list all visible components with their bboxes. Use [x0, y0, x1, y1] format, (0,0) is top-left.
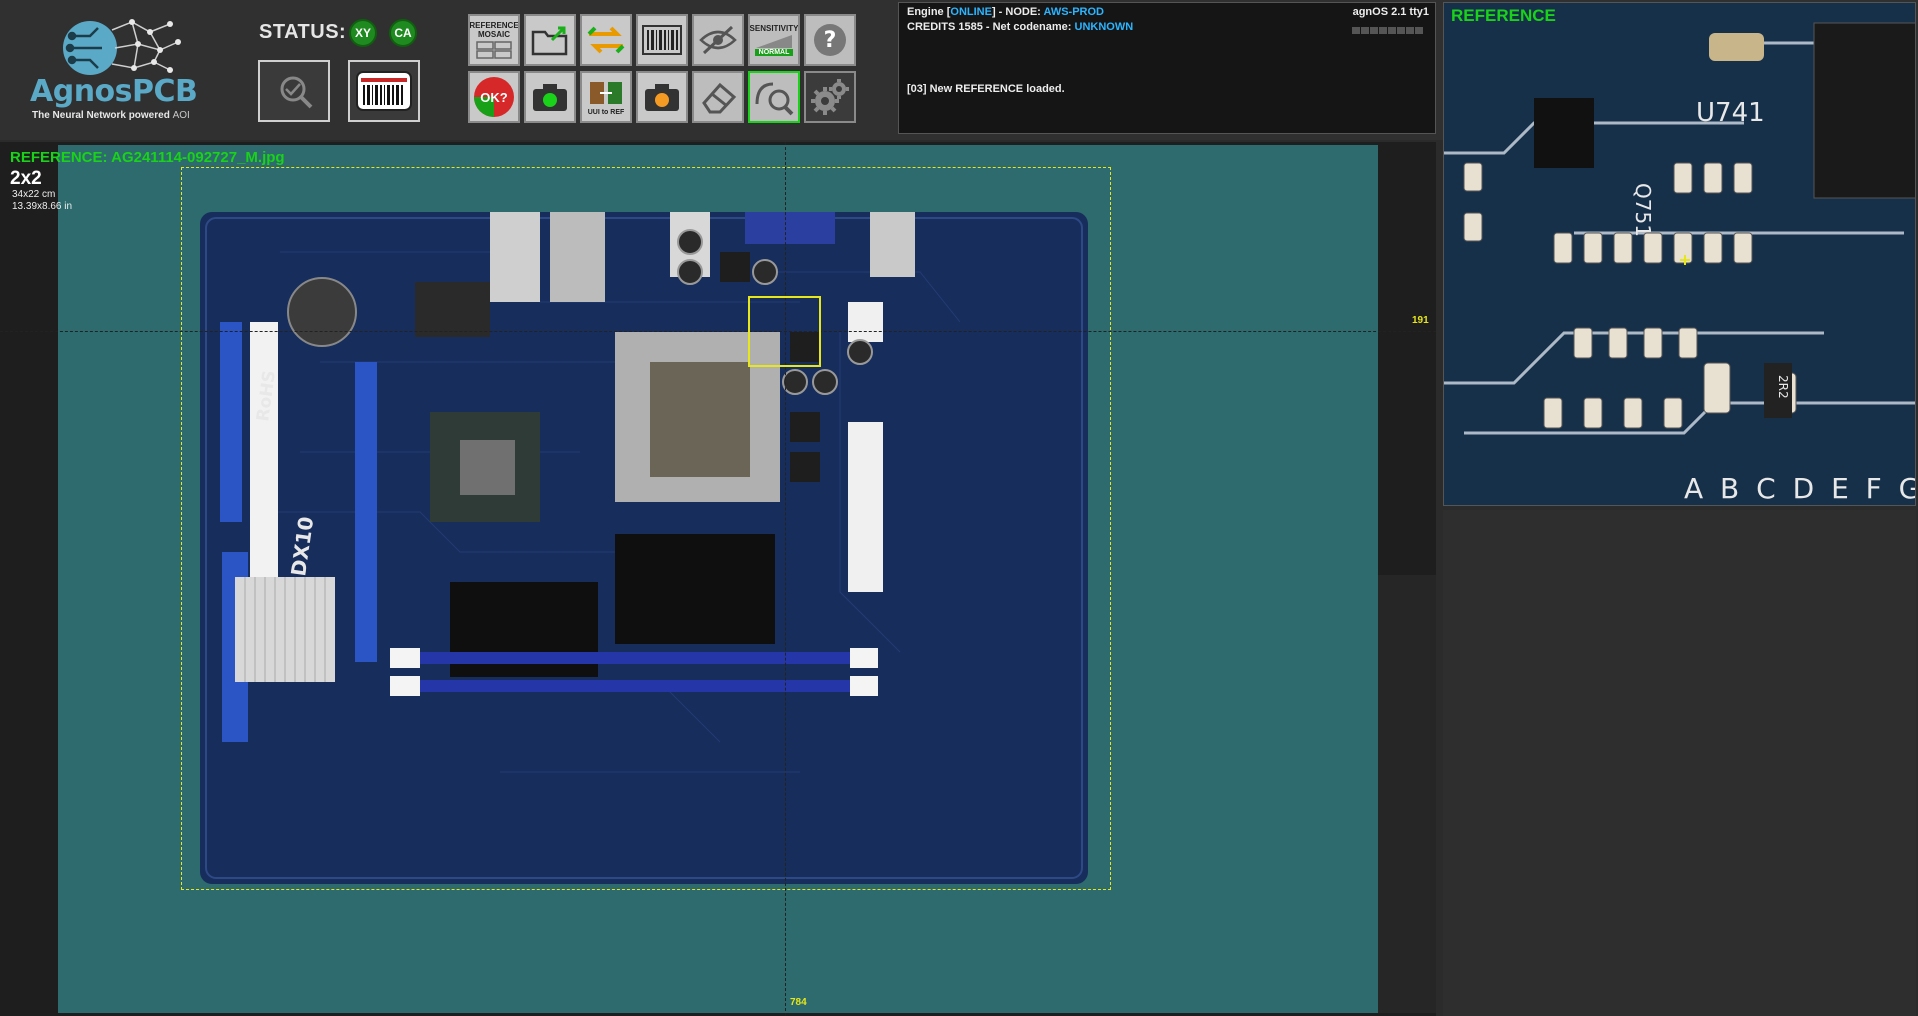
capture-button[interactable] [524, 71, 576, 123]
activity-indicator [1352, 21, 1424, 39]
scan-edge [1378, 575, 1436, 1013]
question-icon: ? [814, 24, 846, 56]
svg-text:2R2: 2R2 [1776, 375, 1790, 399]
cursor-y-readout: 191 [1412, 315, 1429, 326]
zoom-crosshair-icon [1680, 255, 1690, 265]
agnospcb-logo: AgnosPCB The Neural Network powered AOI [20, 10, 200, 128]
credits-line: CREDITS 1585 - Net codename: UNKNOWN [907, 21, 1134, 33]
settings-button[interactable] [804, 71, 856, 123]
zoom-panel-label: REFERENCE [1451, 6, 1556, 25]
inspect-button[interactable] [748, 71, 800, 123]
search-check-icon [280, 76, 313, 109]
sensitivity-value: NORMAL [754, 49, 794, 56]
pcb-board-image: DX10 RoHS [200, 212, 1088, 884]
magnifier-icon [755, 82, 794, 116]
grid-icon [476, 41, 512, 59]
crosshair-vertical [785, 142, 786, 1016]
svg-text:Q751: Q751 [1631, 183, 1655, 237]
svg-text:OK?: OK? [480, 90, 508, 105]
crosshair-horizontal [0, 331, 1436, 332]
zoomed-pcb-image: U741 2R2 A B C D E F G H Q751 [1444, 3, 1916, 505]
help-button[interactable]: ? [804, 14, 856, 66]
engine-status-line: Engine [ONLINE] - NODE: AWS-PROD [907, 6, 1104, 18]
verify-button[interactable] [258, 60, 330, 122]
barcode-icon [642, 25, 682, 55]
os-version: agnOS 2.1 tty1 [1352, 6, 1429, 18]
folder-open-icon [531, 26, 568, 56]
status-badge-ca: CA [389, 19, 417, 47]
grid-size-label: 2x2 [10, 168, 42, 189]
cursor-x-readout: 784 [790, 997, 807, 1008]
camera-orange-icon [645, 84, 679, 111]
barcode-button[interactable] [636, 14, 688, 66]
neural-circuit-icon [63, 19, 181, 75]
eraser-icon [702, 82, 737, 114]
secondary-panel [1443, 510, 1916, 1016]
uui-to-ref-label: UUI to REF [587, 108, 625, 116]
brand-name: AgnosPCB [30, 74, 198, 109]
board-size-cm: 34x22 cm [12, 189, 56, 200]
status-badge-xy: XY [349, 19, 377, 47]
status-label: STATUS: [259, 21, 347, 43]
open-folder-button[interactable] [524, 14, 576, 66]
reference-zoom-panel[interactable]: U741 2R2 A B C D E F G H Q751 [1443, 2, 1916, 506]
console-log-line: [03] New REFERENCE loaded. [907, 83, 1065, 95]
gears-icon [811, 79, 849, 115]
camera-icon [533, 84, 567, 111]
snapshot-button[interactable] [636, 71, 688, 123]
board-size-in: 13.39x8.66 in [12, 201, 73, 212]
barcode-scanner-icon [356, 71, 412, 111]
swap-arrows-icon [587, 26, 625, 54]
eraser-button[interactable] [692, 71, 744, 123]
reference-filename: REFERENCE: AG241114-092727_M.jpg [10, 149, 285, 166]
svg-text:U741: U741 [1696, 98, 1765, 128]
board-boundary-frame [181, 167, 1111, 890]
hide-button[interactable] [692, 14, 744, 66]
sensitivity-button[interactable]: SENSITIVITY NORMAL [748, 14, 800, 66]
board-transfer-icon [590, 81, 622, 104]
barcode-scan-button[interactable] [348, 60, 420, 122]
ok-badge-icon: OK? [474, 77, 514, 117]
swap-button[interactable] [580, 14, 632, 66]
ok-check-button[interactable]: OK? [468, 71, 520, 123]
zoom-region-box[interactable] [748, 296, 821, 367]
sensitivity-ramp-icon [756, 35, 792, 48]
engine-console: Engine [ONLINE] - NODE: AWS-PROD CREDITS… [898, 2, 1436, 134]
uui-to-ref-button[interactable]: UUI to REF [580, 71, 632, 123]
sensitivity-label: SENSITIVITY [749, 24, 799, 33]
brand-tagline: The Neural Network powered AOI [32, 110, 190, 121]
svg-text:A B C D E F G H: A B C D E F G H [1684, 472, 1916, 505]
eye-off-icon [699, 25, 737, 55]
svg-text:?: ? [824, 28, 837, 53]
